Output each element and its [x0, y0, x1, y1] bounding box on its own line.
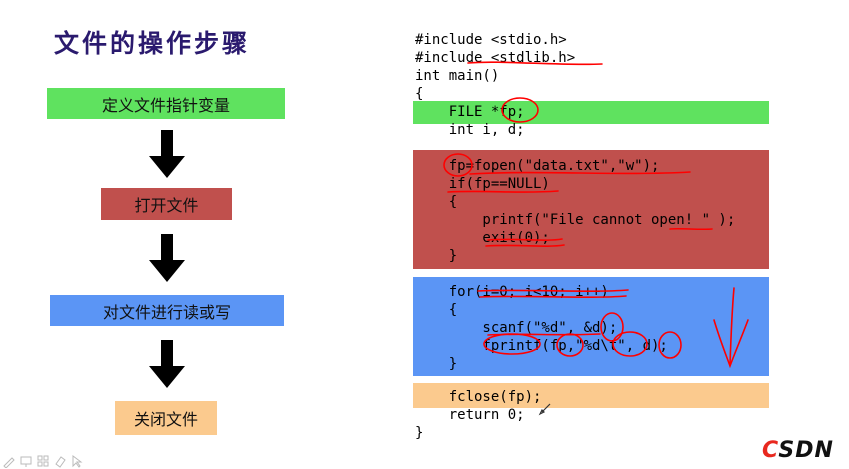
grid-icon[interactable] [36, 454, 50, 468]
code-line: fclose(fp); [415, 389, 542, 405]
step-open-file: 打开文件 [101, 188, 232, 220]
logo-first-letter: C [762, 438, 779, 463]
code-line: { [415, 86, 424, 102]
pointer-icon[interactable] [70, 454, 84, 468]
step-define-pointer: 定义文件指针变量 [47, 88, 285, 119]
code-block-close [413, 383, 769, 408]
step-close-file: 关闭文件 [115, 401, 217, 435]
pen-icon[interactable] [2, 454, 16, 468]
presentation-icon[interactable] [19, 454, 33, 468]
code-line: fp=fopen("data.txt","w"); [415, 158, 660, 174]
eraser-icon[interactable] [53, 454, 67, 468]
down-arrow-icon [149, 130, 185, 178]
down-arrow-icon [149, 234, 185, 282]
slide-title: 文件的操作步骤 [54, 29, 251, 58]
code-line: } [415, 425, 424, 441]
csdn-logo: CSDN [762, 438, 834, 463]
presentation-toolbar[interactable] [2, 453, 84, 469]
code-line: printf("File cannot open! " ); [415, 212, 736, 228]
code-line: { [415, 194, 458, 210]
code-line: { [415, 302, 458, 318]
step-read-write: 对文件进行读或写 [50, 295, 284, 326]
code-line: fprintf(fp,"%d\t", d); [415, 338, 668, 354]
code-line: } [415, 356, 458, 372]
code-line: return 0; [415, 407, 525, 423]
code-line: #include <stdlib.h> [415, 50, 576, 66]
code-line: scanf("%d", &d); [415, 320, 618, 336]
code-line: if(fp==NULL) [415, 176, 550, 192]
code-line: int i, d; [415, 122, 525, 138]
code-line: exit(0); [415, 230, 550, 246]
down-arrow-icon [149, 340, 185, 388]
code-line: FILE *fp; [415, 104, 525, 120]
code-line: } [415, 248, 458, 264]
code-block-readwrite [413, 277, 769, 376]
code-line: for(i=0; i<10; i++) [415, 284, 609, 300]
code-line: #include <stdio.h> [415, 32, 567, 48]
code-line: int main() [415, 68, 500, 84]
logo-rest: SDN [778, 438, 834, 463]
